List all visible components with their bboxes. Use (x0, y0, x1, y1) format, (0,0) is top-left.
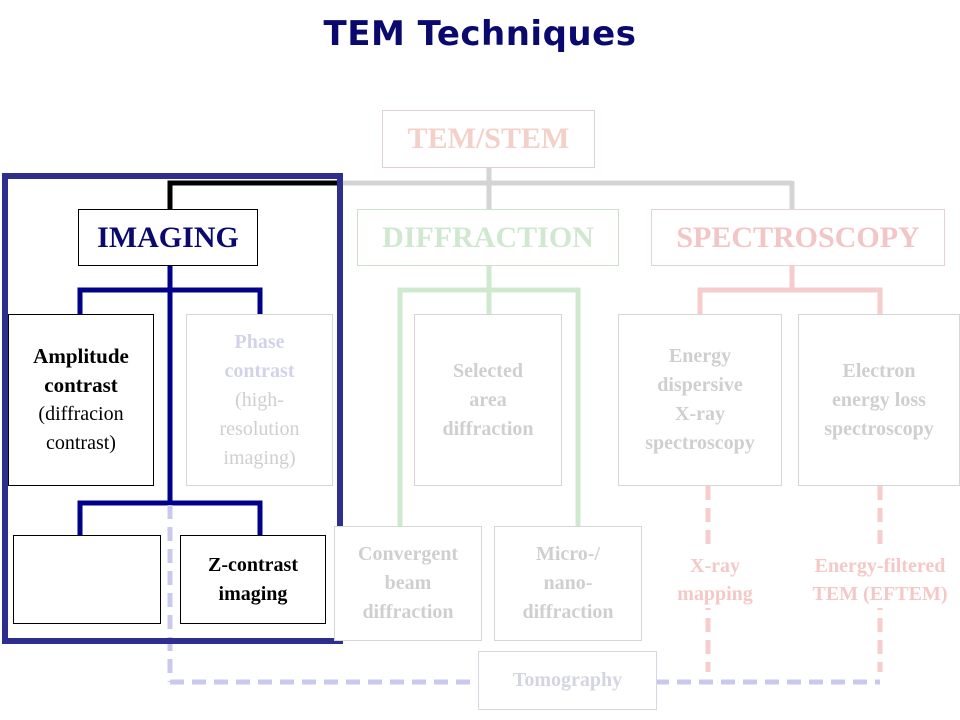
node-micro-nano-diffraction: Micro-/ nano- diffraction (494, 526, 642, 641)
node-tomography: Tomography (478, 651, 657, 710)
node-convergent-beam: Convergent beam diffraction (334, 526, 482, 641)
highlight-frame (2, 173, 343, 644)
node-eels: Electron energy loss spectroscopy (798, 314, 960, 486)
node-tem-stem: TEM/STEM (382, 110, 595, 168)
node-spectroscopy: SPECTROSCOPY (651, 209, 945, 266)
node-selected-area-diffraction: Selected area diffraction (414, 314, 562, 486)
node-diffraction: DIFFRACTION (357, 209, 619, 266)
node-amplitude-contrast: Amplitude contrast (diffracion contrast) (8, 314, 154, 486)
node-imaging: IMAGING (78, 209, 258, 266)
node-phase-contrast: Phase contrast (high- resolution imaging… (186, 314, 333, 486)
node-edx: Energy dispersive X-ray spectroscopy (618, 314, 782, 486)
node-eftem: Energy-filtered TEM (EFTEM) (800, 552, 960, 608)
node-z-contrast: Z-contrast imaging (180, 535, 326, 624)
node-xray-mapping: X-ray mapping (655, 552, 775, 608)
page-title: TEM Techniques (323, 14, 637, 54)
node-empty (13, 535, 161, 624)
